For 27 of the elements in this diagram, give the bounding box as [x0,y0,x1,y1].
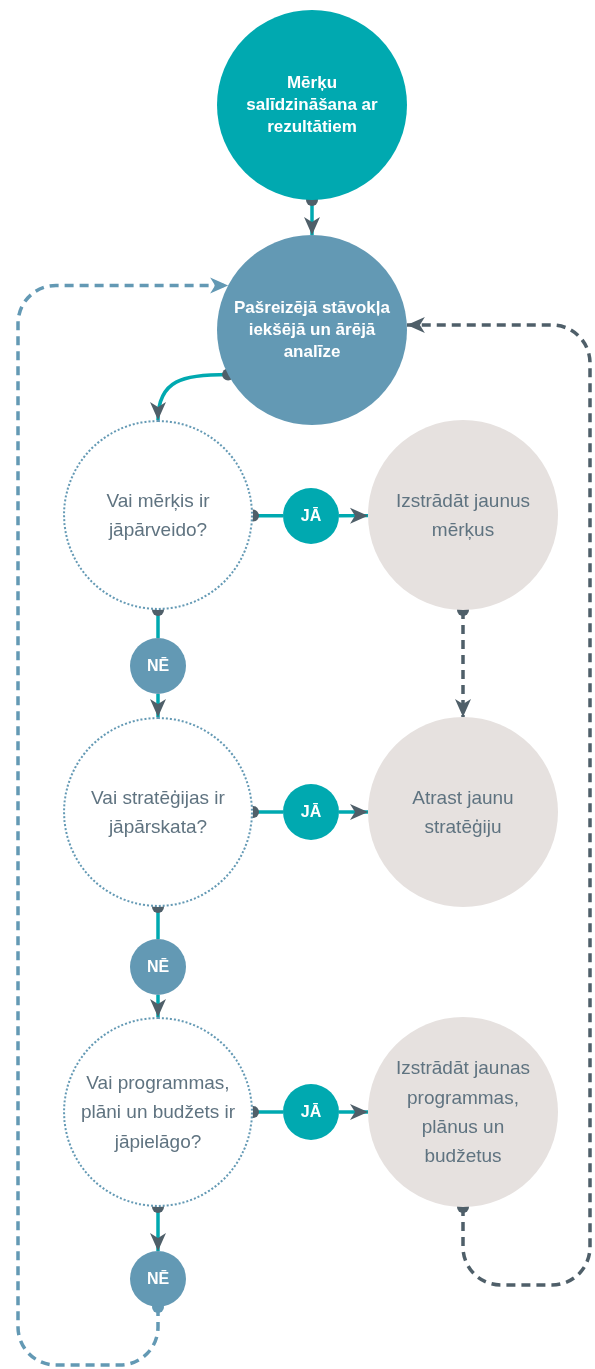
node-label: Vai stratēģijas ir jāpārskata? [90,785,226,839]
connector-arrow [150,694,166,717]
connector-arrow [339,507,368,524]
no-circle [130,1251,186,1307]
node-label: Mērķu salīdzināšana ar rezultātiem [245,71,379,139]
connector-arrow [150,995,166,1017]
connector-arrow [339,1104,368,1120]
no-circle [130,939,186,995]
node-label: NĒ [145,956,171,977]
yes-circle [283,488,339,544]
node-label: NĒ [145,655,171,676]
node-label: JĀ [299,505,323,526]
node-label: Izstrādāt jaunus mērķus [394,488,532,542]
yes-circle [283,784,339,840]
yes-circle [283,1084,339,1140]
no-circle [130,638,186,694]
connector-arrow [339,804,368,820]
connector-arrow [406,317,592,1287]
node-label: Vai programmas, plāni un budžets ir jāpielāgo? [79,1070,237,1154]
node-label: Izstrādāt jaunas programmas, plānus un budžetus [394,1056,532,1169]
node-label: Pašreizējā stāvokļa iekšējā un ārējā analīze [233,296,391,364]
node-label: NĒ [145,1268,171,1289]
node-label: Atrast jaunu stratēģiju [411,785,515,839]
node-label: Vai mērķis ir jāpārveido? [105,488,211,542]
node-label: JĀ [299,1101,323,1122]
connector-arrow [16,277,229,1367]
node-label: JĀ [299,801,323,822]
